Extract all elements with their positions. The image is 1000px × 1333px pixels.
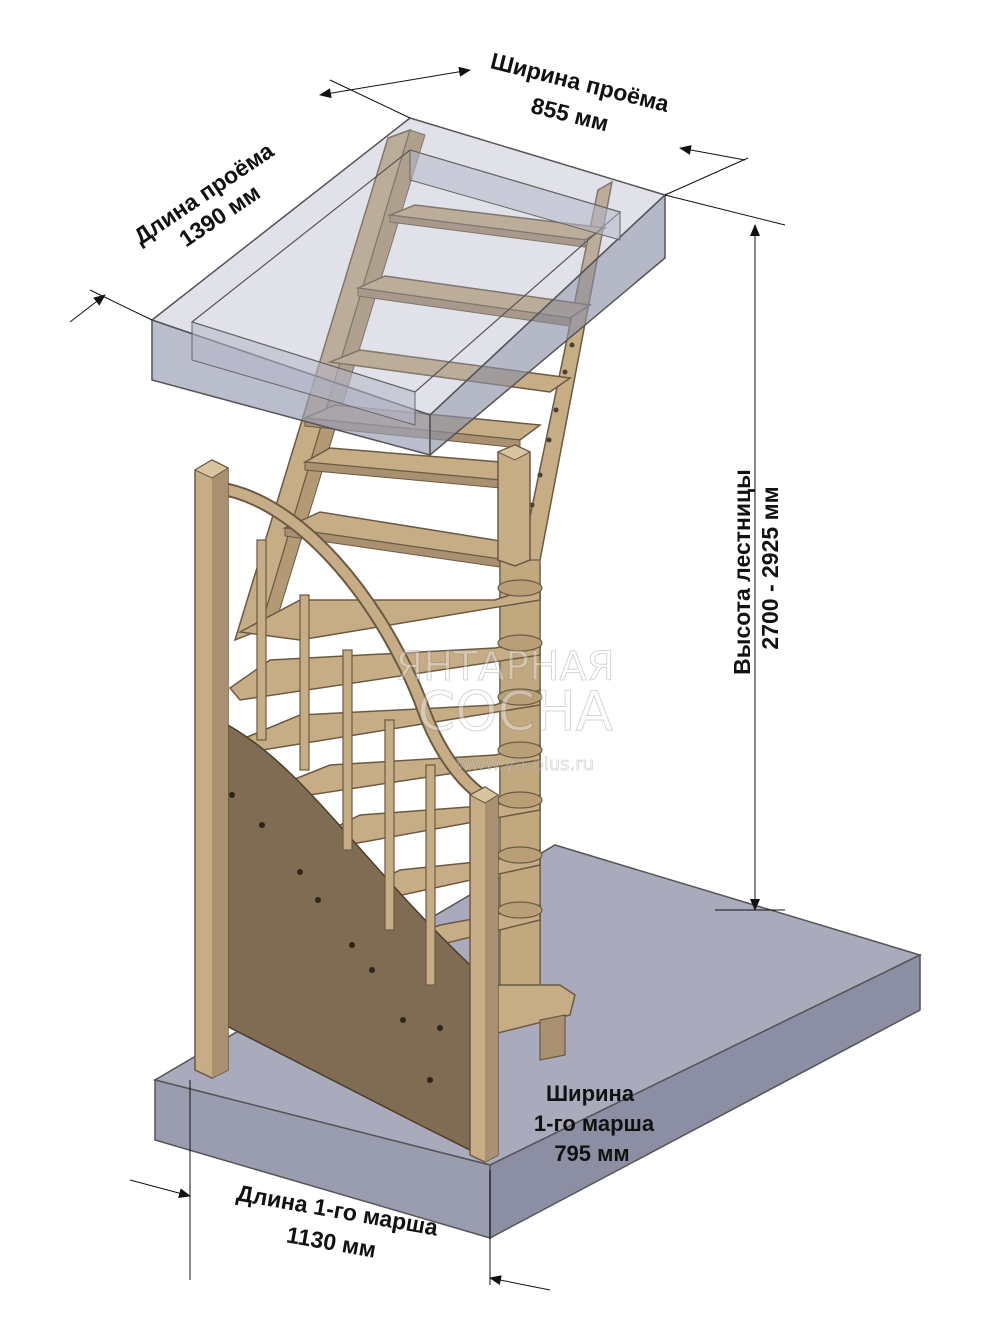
stair-height-value: 2700 - 2925 мм <box>757 486 783 649</box>
watermark-line2: СОСНА <box>417 680 613 743</box>
watermark: ЯНТАРНАЯ СОСНА www.ya-plus.ru <box>395 644 615 776</box>
balusters <box>256 539 436 986</box>
flight-width-title: Ширина <box>546 1081 635 1106</box>
flight-width-value: 795 мм <box>554 1141 629 1166</box>
floor-opening <box>150 117 667 457</box>
flight-width-subtitle: 1-го марша <box>534 1111 655 1136</box>
stair-height-title: Высота лестницы <box>729 469 755 675</box>
watermark-line1: ЯНТАРНАЯ <box>395 644 614 690</box>
dimension-lines <box>69 66 786 1291</box>
newel-posts <box>193 444 532 1163</box>
watermark-url: www.ya-plus.ru <box>456 754 594 775</box>
